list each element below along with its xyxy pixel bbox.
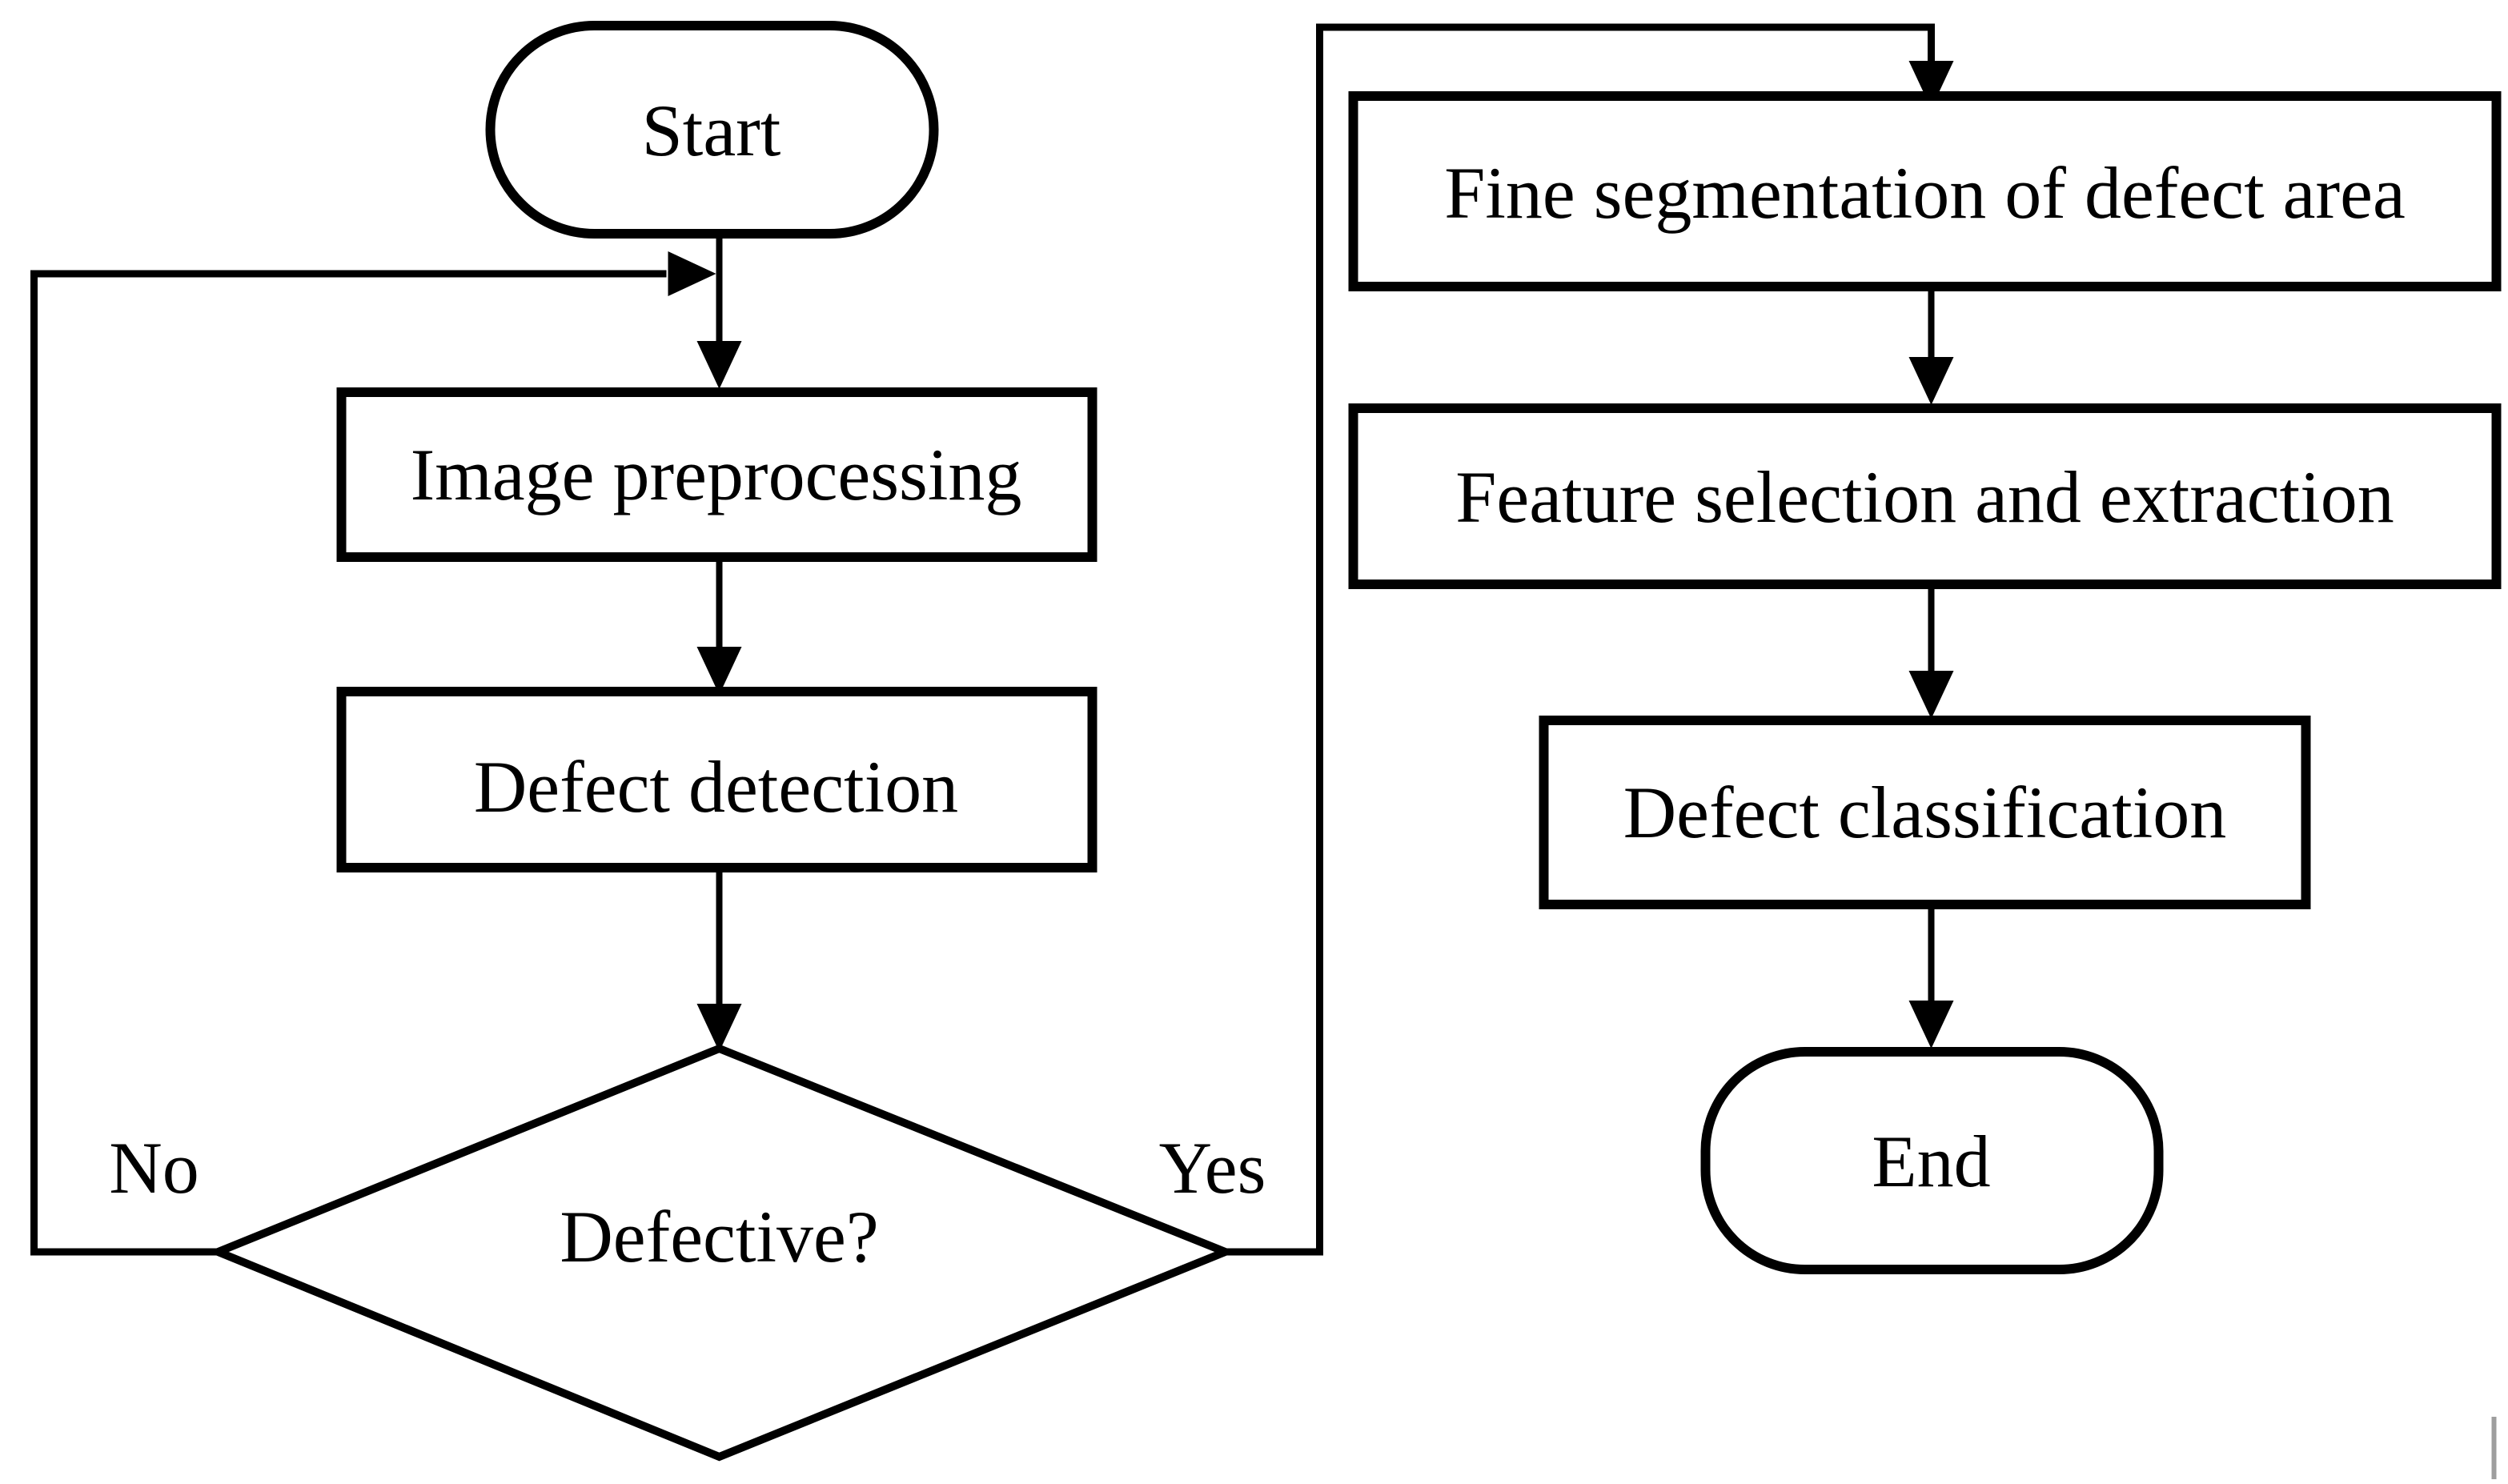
arrowhead-into-fineseg	[1908, 61, 1954, 109]
end-terminator	[1700, 1047, 2164, 1274]
defective-decision-label: Defective?	[560, 1196, 878, 1277]
scan-artifact-mark	[2491, 1417, 2497, 1479]
defective-decision-diamond	[207, 1044, 1236, 1462]
defect-detection-box	[336, 687, 1098, 872]
start-label: Start	[642, 90, 781, 171]
fine-segmentation-label: Fine segmentation of defect area	[1444, 152, 2406, 234]
arrowhead-no-junction	[668, 251, 716, 296]
arrowhead-into-feature	[1908, 357, 1954, 405]
no-edge-label: No	[109, 1127, 199, 1209]
defect-classification-box	[1539, 716, 2311, 909]
end-label: End	[1872, 1121, 1990, 1202]
arrowhead-into-decision	[696, 1004, 742, 1052]
feature-selection-label: Feature selection and extraction	[1455, 456, 2394, 538]
image-preprocessing-box	[336, 387, 1098, 562]
arrowhead-into-classification	[1908, 671, 1954, 719]
defect-detection-label: Defect detection	[474, 746, 958, 828]
image-preprocessing-label: Image preprocessing	[411, 434, 1022, 515]
arrowhead-into-preprocessing	[696, 341, 742, 389]
yes-connector	[1225, 23, 1935, 1256]
start-terminator	[485, 21, 939, 239]
arrowhead-into-end	[1908, 1001, 1954, 1049]
feature-selection-box	[1348, 403, 2502, 589]
fine-segmentation-box	[1348, 91, 2502, 291]
no-loop-connector	[30, 270, 667, 1256]
arrowhead-into-detection	[696, 647, 742, 695]
yes-edge-label: Yes	[1159, 1127, 1266, 1209]
defect-classification-label: Defect classification	[1623, 772, 2227, 853]
